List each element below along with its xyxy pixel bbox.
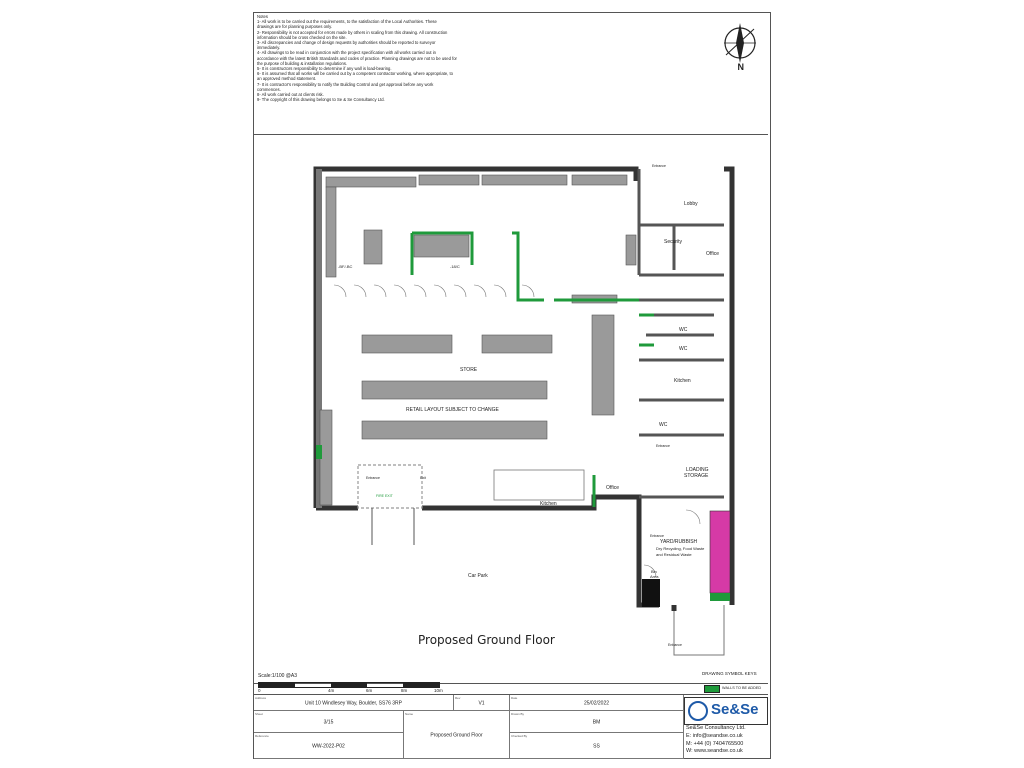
room-label-wc: WC bbox=[659, 422, 668, 428]
car-park-label: Car Park bbox=[468, 573, 488, 579]
rev-cell: Rev V1 bbox=[454, 695, 510, 711]
company-web: W: www.seandse.co.uk bbox=[686, 748, 743, 755]
name-cell: Name Proposed Ground Floor bbox=[404, 711, 510, 759]
checked-value: SS bbox=[593, 743, 600, 750]
scale-bar bbox=[258, 682, 440, 688]
room-label-office: Office bbox=[606, 485, 619, 491]
chiller-label: -BF/-BC bbox=[338, 264, 353, 269]
yard-note: and Residual Waste bbox=[656, 552, 692, 557]
note-line: the purpose of building & installation r… bbox=[257, 60, 348, 66]
notes-heading: Notes bbox=[257, 14, 268, 19]
key-swatch bbox=[704, 685, 720, 693]
interior-walls bbox=[637, 169, 724, 499]
company-phone: M: +44 (0) 7404765500 bbox=[686, 740, 744, 747]
door-swings bbox=[333, 284, 701, 578]
retail-layout-note: RETAIL LAYOUT SUBJECT TO CHANGE bbox=[406, 407, 500, 413]
note-line: 7- It is contractor's responsibility to … bbox=[257, 81, 434, 87]
scale-label: Scale:1/100 @A3 bbox=[258, 673, 297, 679]
scale-tick: 0 bbox=[258, 688, 261, 693]
room-label-kitchen: Kitchen bbox=[674, 378, 691, 384]
rev-value: V1 bbox=[478, 700, 485, 707]
address-cell: Address Unit 10 Windlesey Way, Boulder, … bbox=[254, 695, 454, 711]
exit-label: Exit bbox=[420, 476, 426, 480]
date-value: 25/02/2022 bbox=[583, 700, 610, 707]
company-logo: Se&Se bbox=[684, 697, 768, 725]
title-block: Address Unit 10 Windlesey Way, Boulder, … bbox=[254, 694, 768, 759]
new-walls bbox=[410, 231, 654, 507]
room-label-wc: WC bbox=[679, 346, 688, 352]
entrance-label: Entrance bbox=[652, 164, 666, 168]
address-value: Unit 10 Windlesey Way, Boulder, SS76 3RP bbox=[305, 700, 402, 707]
bin-area-label: Bin bbox=[651, 569, 657, 574]
shelving bbox=[319, 174, 637, 506]
note-line: 1- All work is to be carried out the req… bbox=[257, 19, 437, 25]
recycling-bins bbox=[709, 510, 731, 594]
new-wall-segment bbox=[316, 445, 322, 459]
entrance-label: Entrance bbox=[656, 444, 670, 448]
fire-exit-label: FIRE EXIT bbox=[376, 494, 394, 498]
scale-ticks: 0 4m 6m 8m 10m bbox=[258, 688, 458, 696]
date-cell: Date 25/02/2022 bbox=[510, 695, 684, 711]
floor-plan: Lobby Security Office WC WC Kitchen WC L… bbox=[254, 135, 768, 684]
scale-tick: 10m bbox=[434, 688, 443, 693]
bin-marker bbox=[710, 593, 730, 601]
note-line: 2- Responsibility is not accepted for er… bbox=[257, 29, 448, 35]
note-line: 8- All work carried out at clients risk. bbox=[257, 92, 324, 98]
note-line: 5- It is constructors responsibility to … bbox=[257, 66, 392, 72]
drawn-cell: Drawn By BM bbox=[510, 711, 684, 733]
left-wall-fill bbox=[316, 169, 322, 508]
entrance-label: Entrance bbox=[650, 534, 664, 538]
entrance-label: Entrance bbox=[366, 476, 380, 480]
bin-area-block bbox=[642, 579, 660, 607]
north-label: N bbox=[737, 62, 745, 72]
reference-value: WW-2022-P02 bbox=[312, 743, 345, 750]
logo-mark-icon bbox=[688, 701, 708, 721]
drawing-title: Proposed Ground Floor bbox=[418, 633, 555, 647]
key-label: WALLS TO BE ADDED bbox=[722, 686, 762, 690]
scale-tick: 8m bbox=[401, 688, 408, 693]
note-line: information should be cross checked on t… bbox=[257, 34, 347, 40]
room-label-kitchen: Kitchen bbox=[540, 501, 557, 507]
entrance-label: Entrance bbox=[668, 643, 682, 647]
company-email: E: info@seandse.co.uk bbox=[686, 732, 743, 739]
room-label-lobby: Lobby bbox=[684, 201, 698, 207]
freezer-label: -18/C bbox=[450, 264, 460, 269]
bin-area-label: Area bbox=[650, 574, 659, 579]
note-line: 3- All discrepancies and change of desig… bbox=[257, 40, 436, 46]
floor-plan-drawing: Lobby Security Office WC WC Kitchen WC L… bbox=[313, 164, 735, 656]
room-label-storage: STORAGE bbox=[684, 473, 709, 479]
company-name: Se&Se Consultancy Ltd. bbox=[686, 725, 746, 731]
note-line: drawings are for planning purposes only. bbox=[257, 24, 333, 30]
note-line: immediately. bbox=[257, 45, 281, 51]
name-value: Proposed Ground Floor bbox=[430, 732, 483, 739]
north-arrow-icon bbox=[724, 23, 756, 63]
sheet-cell: Sheet 3/15 bbox=[254, 711, 404, 733]
scale-tick: 4m bbox=[328, 688, 335, 693]
room-label-office: Office bbox=[706, 251, 719, 257]
sheet-value: 3/15 bbox=[323, 719, 334, 726]
drawing-sheet: Notes 1- All work is to be carried out t… bbox=[253, 12, 771, 759]
yard-note: Dry Recycling, Food Waste bbox=[656, 546, 705, 551]
entrance-vestibule bbox=[357, 464, 423, 509]
company-details: Se&Se Consultancy Ltd. E: info@seandse.c… bbox=[686, 725, 746, 756]
note-line: an approved method statement. bbox=[257, 76, 317, 82]
room-label-store: STORE bbox=[460, 367, 478, 373]
symbol-keys-heading: DRAWING SYMBOL KEYS bbox=[702, 671, 757, 676]
notes-panel: Notes 1- All work is to be carried out t… bbox=[254, 13, 768, 135]
note-line: accordance with the latest British Stand… bbox=[257, 55, 457, 61]
checked-cell: Checked By SS bbox=[510, 733, 684, 759]
note-line: commences. bbox=[257, 86, 281, 92]
counter bbox=[493, 469, 585, 501]
scale-tick: 6m bbox=[366, 688, 373, 693]
note-line: 4- All drawings to be read in conjunctio… bbox=[257, 50, 436, 56]
room-label-security: Security bbox=[664, 239, 683, 245]
room-label-loading: LOADING bbox=[686, 467, 709, 473]
room-label-yard: YARD/RUBBISH bbox=[660, 539, 698, 545]
drawn-value: BM bbox=[592, 719, 601, 726]
logo-text: Se&Se bbox=[711, 701, 759, 718]
room-label-wc: WC bbox=[679, 327, 688, 333]
note-line: 9- The copyright of this drawing belongs… bbox=[257, 97, 385, 103]
reference-cell: Reference WW-2022-P02 bbox=[254, 733, 404, 759]
note-line: 6- It is assumed that all works will be … bbox=[257, 71, 453, 77]
